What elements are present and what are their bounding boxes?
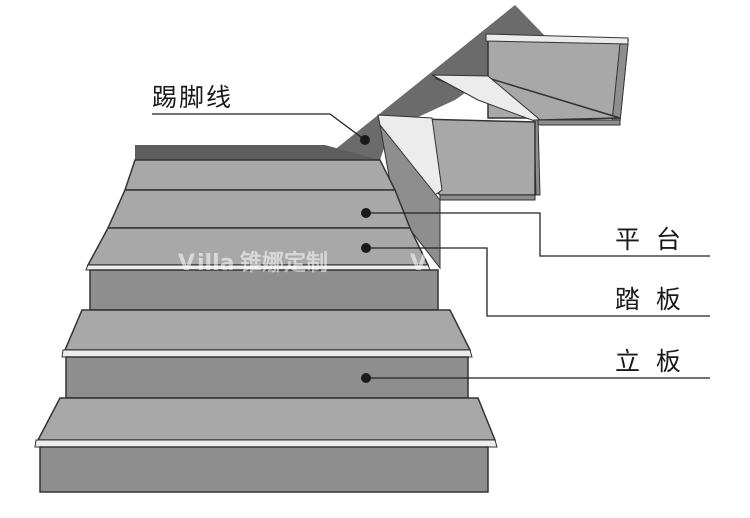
landing-riser	[439, 194, 536, 201]
landing-nosing	[377, 114, 443, 196]
watermark-logo-mark: V	[178, 251, 195, 276]
landing-leader-line	[366, 212, 710, 257]
step-3-tread	[36, 397, 497, 441]
riser-leader-dot	[361, 373, 371, 383]
watermark-logo-mark-2: V	[410, 251, 427, 276]
watermark-text: 锥娜定制	[240, 250, 328, 276]
step-1-riser	[89, 269, 439, 311]
step-2-nosing	[61, 349, 473, 358]
step-2-tread	[63, 309, 472, 351]
landing-label: 平 台	[615, 225, 681, 254]
watermark-latin: illa	[197, 251, 234, 276]
watermark: V illa 锥娜定制 V	[178, 250, 427, 276]
step-3-nosing	[34, 439, 498, 448]
landing-leader-dot	[361, 208, 371, 218]
skirting-label: 踢脚线	[152, 83, 233, 112]
tread-label: 踏 板	[615, 285, 681, 314]
upper-step-2-riser	[537, 119, 621, 126]
tread-leader-dot	[361, 243, 371, 253]
lower-landing-top	[123, 159, 397, 191]
skirting-strip	[135, 145, 380, 160]
step-3-riser	[39, 446, 489, 493]
skirting-leader-line	[152, 113, 366, 141]
skirting-leader-dot	[360, 135, 370, 145]
tread-leader-line	[366, 247, 710, 317]
riser-label: 立 板	[615, 347, 681, 376]
